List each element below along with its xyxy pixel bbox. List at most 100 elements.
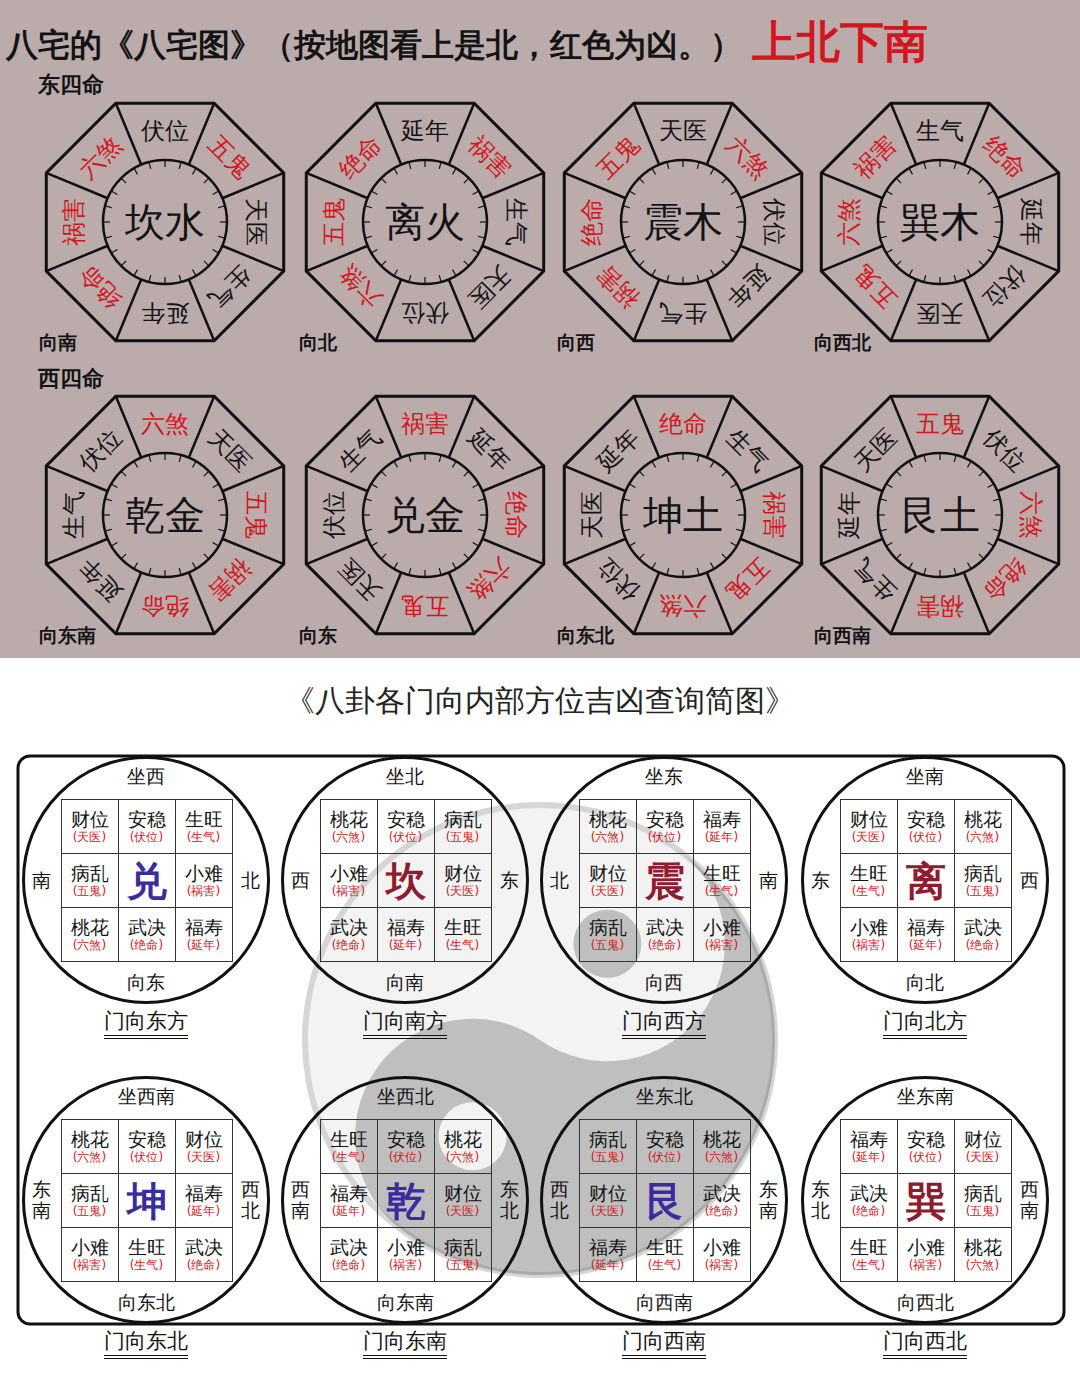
cell-meaning: 生旺 <box>185 809 223 831</box>
facing-label: 向东北 <box>557 625 614 647</box>
cell-meaning: 福寿 <box>185 1183 223 1205</box>
ring-tick <box>738 221 745 222</box>
watermark-dot <box>425 1089 520 1184</box>
grid-cell: 巽 <box>897 1173 955 1228</box>
sit-label: 坐南 <box>906 766 944 788</box>
side-direction: 东 <box>811 870 830 891</box>
sector-star: 绝命 <box>579 198 607 246</box>
ring-tick <box>473 543 479 547</box>
ring-tick <box>979 471 984 476</box>
ring-tick <box>394 461 398 467</box>
octagon-border <box>306 396 543 633</box>
ring-tick <box>424 277 425 284</box>
ring-tick <box>993 499 1000 501</box>
cell-meaning: 福寿 <box>330 1183 368 1205</box>
door-caption: 门向北方 <box>883 1009 967 1039</box>
door-circle: 坐南东西向北门向北方财位(天医)安稳(伏位)桃花(六煞)生旺(生气)离病乱(五鬼… <box>801 756 1049 1004</box>
ring-tick <box>909 270 913 276</box>
cell-meaning: 小难 <box>330 863 368 885</box>
ring-tick <box>988 191 994 195</box>
cell-star: (伏位) <box>389 831 422 845</box>
sit-label: 坐西北 <box>377 1086 434 1108</box>
sit-label: 坐西 <box>127 766 165 788</box>
ring-tick <box>722 554 727 559</box>
cell-meaning: 桃花 <box>703 1129 741 1151</box>
ring-tick <box>439 568 441 575</box>
grid-cell: 生旺(生气) <box>320 1119 378 1174</box>
ring-tick <box>993 206 1000 208</box>
side-direction: 南 <box>759 870 778 891</box>
grid-cell: 病乱(五鬼) <box>61 1173 119 1228</box>
sector-star: 天医 <box>241 198 269 246</box>
ring-tick <box>439 162 441 169</box>
ring-tick <box>409 275 411 282</box>
sector-star: 六煞 <box>75 132 128 185</box>
grid-cell: 桃花(六煞) <box>434 1119 492 1174</box>
ring-tick <box>954 275 956 282</box>
frame <box>18 756 1064 1324</box>
watermark-dot <box>560 896 655 991</box>
grid-cell: 财位(天医) <box>434 853 492 908</box>
side-direction: 北 <box>241 870 260 891</box>
ring-tick <box>394 563 398 569</box>
cell-meaning: 桃花 <box>964 809 1002 831</box>
cell-star: (延年) <box>332 1205 365 1219</box>
grid-cell: 小难(祸害) <box>693 1227 751 1282</box>
octagon-border <box>821 396 1058 633</box>
ring-tick <box>424 453 425 460</box>
cell-star: (伏位) <box>130 1151 163 1165</box>
octagon-border <box>46 396 283 633</box>
cell-star: (延年) <box>187 939 220 953</box>
ring-tick <box>731 543 737 547</box>
house-name: 乾金 <box>125 492 205 538</box>
ring-tick <box>880 206 887 208</box>
cell-meaning: 桃花 <box>71 917 109 939</box>
ring-tick <box>371 543 377 547</box>
ring-tick <box>731 250 737 254</box>
face-label: 向西 <box>645 972 683 994</box>
sector-star: 绝命 <box>335 132 388 185</box>
grid-cell: 病乱(五鬼) <box>954 853 1012 908</box>
house-name: 震木 <box>643 199 723 245</box>
ring-tick <box>213 250 219 254</box>
ring-tick <box>363 514 370 515</box>
ring-tick <box>409 455 411 462</box>
ring-tick <box>381 178 386 183</box>
sector-star: 延年 <box>1016 198 1044 246</box>
grid-cell: 乾 <box>377 1173 435 1228</box>
grid-cell: 桃花(六煞) <box>954 799 1012 854</box>
cell-star: (绝命) <box>648 939 681 953</box>
ring-tick <box>896 471 901 476</box>
cell-star: (祸害) <box>332 885 365 899</box>
sit-label: 坐东南 <box>897 1086 954 1108</box>
octagon-border <box>821 103 1058 340</box>
grid-cell: 生旺(生气) <box>175 799 233 854</box>
ring-tick <box>111 543 117 547</box>
cell-meaning: 生旺 <box>703 863 741 885</box>
cell-meaning: 安稳 <box>387 809 425 831</box>
ring-tick <box>738 514 745 515</box>
door-circle: 坐西北西南东北向东南门向东南生旺(生气)安稳(伏位)桃花(六煞)福寿(延年)乾财… <box>281 1076 529 1324</box>
side-direction: 东北 <box>500 1179 519 1221</box>
cell-star: (天医) <box>446 885 479 899</box>
sector-star: 延年 <box>593 425 646 478</box>
cell-meaning: 武决 <box>850 1183 888 1205</box>
title: 八宅的《八宅图》（按地图看上是北，红色为凶。） <box>6 27 742 64</box>
cell-meaning: 财位 <box>444 863 482 885</box>
ring-tick <box>134 563 138 569</box>
trigram-name: 坎 <box>386 858 426 904</box>
face-label: 向西北 <box>897 1292 954 1314</box>
ring-tick <box>213 191 219 195</box>
ring-tick <box>193 461 197 467</box>
sector-star: 绝命 <box>501 491 529 539</box>
grid-cell: 桃花(六煞) <box>320 799 378 854</box>
cell-star: (生气) <box>130 1259 163 1273</box>
ring-tick <box>621 221 628 222</box>
cell-star: (五鬼) <box>966 885 999 899</box>
grid-cell: 武决(绝命) <box>693 1173 751 1228</box>
ring-tick <box>924 455 926 462</box>
grid-cell: 离 <box>897 853 955 908</box>
sector-star: 天医 <box>462 259 515 312</box>
facing-label: 向南 <box>39 332 77 354</box>
face-label: 向南 <box>386 972 424 994</box>
